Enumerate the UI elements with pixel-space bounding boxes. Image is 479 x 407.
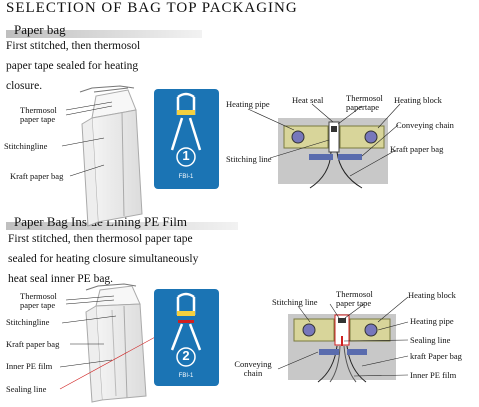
section1-heading-bar: [6, 30, 202, 38]
cross-section-1: [278, 118, 388, 189]
cs1-stitching-label: Stitching line: [226, 154, 272, 164]
section1-heading: Paper bag: [14, 22, 66, 37]
cs2-sealing-label: Sealing line: [410, 335, 451, 345]
cs1-heating-block-label: Heating block: [394, 95, 442, 105]
bag1-stitching-label: Stitchingline: [4, 141, 48, 151]
section2-line-1: First stitched, then thermosol paper tap…: [8, 233, 193, 245]
cs1-kraft-label: Kraft paper bag: [390, 144, 444, 154]
panel-2-code: FBI-1: [178, 373, 194, 379]
paper-bag-2-illustration: [85, 283, 147, 403]
bag2-stitching-label: Stitchingline: [6, 317, 50, 327]
bag1-thermosol-label: Thermosol paper tape: [20, 105, 57, 124]
cs2-heating-block-label: Heating block: [408, 290, 456, 300]
section1-line-1: First stitched, then thermosol: [6, 40, 141, 52]
cross-section-2-leaders: [277, 296, 409, 377]
cs2-conveying-label: Conveying chain: [234, 359, 272, 378]
bag-1-leaders: [61, 101, 113, 177]
cs2-kraft-label: kraft Paper bag: [410, 351, 462, 361]
panel-1-number: 1: [182, 148, 190, 163]
cs2-stitching-label: Stitching line: [272, 297, 318, 307]
bag2-pe-label: Inner PE film: [6, 361, 53, 371]
bag1-kraft-label: Kraft paper bag: [10, 171, 64, 181]
cs1-heating-pipe-label: Heating pipe: [226, 99, 270, 109]
page-title: SELECTION OF BAG TOP PACKAGING: [6, 0, 298, 16]
section2-line-3: heat seal inner PE bag.: [8, 273, 114, 285]
cross-section-1-leaders: [247, 103, 401, 177]
cs1-heat-seal-label: Heat seal: [292, 95, 324, 105]
bag2-sealing-label: Sealing line: [6, 384, 47, 394]
bag2-thermosol-label: Thermosol paper tape: [20, 291, 57, 310]
panel-2-number: 2: [182, 348, 190, 363]
panel-1: [154, 89, 219, 189]
cs2-heating-pipe-label: Heating pipe: [410, 316, 454, 326]
cs2-pe-label: Inner PE film: [410, 370, 457, 380]
panel-2: [154, 289, 219, 386]
panel-1-code: FBI-1: [178, 174, 194, 180]
section2-line-2: sealed for heating closure simultaneousl…: [8, 253, 199, 265]
cross-section-2: [288, 314, 396, 383]
paper-bag-1-illustration: [79, 85, 143, 227]
section1-line-3: closure.: [6, 80, 43, 92]
cs1-thermosol-label: Thermosol papertape: [346, 93, 383, 112]
section2-heading-bar: [6, 222, 238, 230]
section1-line-2: paper tape sealed for heating: [6, 60, 139, 72]
bag2-kraft-label: Kraft paper bag: [6, 339, 60, 349]
cs2-thermosol-label: Thermosol paper tape: [336, 289, 373, 308]
cs1-conveying-label: Conveying chain: [396, 120, 454, 130]
